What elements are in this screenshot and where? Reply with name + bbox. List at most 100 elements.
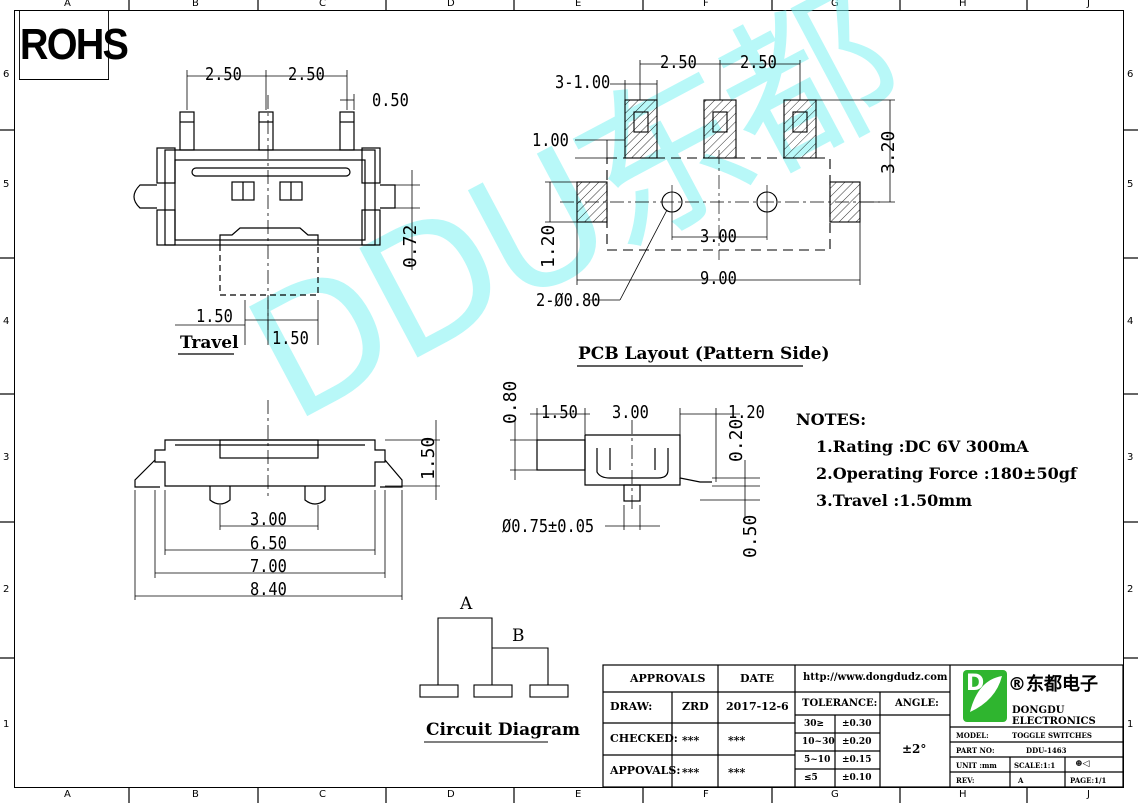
dim-pcb-total-width: 9.00 — [700, 268, 737, 289]
zone-marker-3: 3 — [3, 452, 10, 463]
zone-marker-g: G — [831, 0, 839, 9]
dim-top-pitch-1: 2.50 — [205, 64, 242, 85]
tb-model-key: MODEL: — [956, 731, 989, 740]
tb-tol-range-3: 5~10 — [804, 755, 831, 765]
dim-side-300: 3.00 — [612, 402, 649, 423]
dim-front-650: 6.50 — [250, 533, 287, 554]
dim-top-travel-2: 1.50 — [272, 328, 309, 349]
dim-top-pin-width: 0.50 — [372, 90, 409, 111]
tb-draw-date: 2017-12-6 — [726, 700, 789, 713]
tb-page: PAGE:1/1 — [1070, 776, 1107, 785]
tb-rev-value: A — [1018, 776, 1024, 785]
tb-checked: CHECKED: — [610, 732, 678, 745]
tb-tol-range-4: ≤5 — [804, 773, 818, 783]
zone-marker-b: B — [192, 789, 199, 800]
tb-part-value: DDU-1463 — [1026, 746, 1067, 755]
drawing-frame — [14, 10, 1124, 788]
dim-front-700: 7.00 — [250, 556, 287, 577]
tb-date-header: DATE — [740, 672, 775, 685]
dim-front-300: 3.00 — [250, 509, 287, 530]
dim-pcb-side-pad: 1.20 — [538, 224, 559, 268]
dim-side-150: 1.50 — [541, 402, 578, 423]
tb-draw-by: ZRD — [682, 700, 709, 713]
zone-marker-h: H — [959, 0, 967, 9]
tb-tol-range-1: 30≥ — [804, 719, 825, 729]
tb-company-cn: ®东都电子 — [1008, 674, 1098, 695]
svg-text:D: D — [966, 671, 984, 696]
tb-checked-date: *** — [728, 734, 746, 747]
top-view-switch — [133, 95, 396, 330]
company-logo-icon: D — [963, 670, 1007, 722]
tb-tolerance: TOLERANCE: — [802, 698, 878, 709]
dim-top-side: 0.72 — [400, 224, 421, 268]
zone-marker-5: 5 — [3, 179, 10, 190]
zone-marker-f: F — [703, 0, 709, 9]
zone-marker-c: C — [319, 0, 326, 9]
zone-marker-j: J — [1087, 789, 1090, 800]
zone-marker-f: F — [703, 789, 709, 800]
dim-side-080: 0.80 — [500, 380, 521, 424]
tb-appvals: APPOVALS: — [610, 764, 681, 777]
circuit-diagram — [419, 617, 569, 743]
tb-tol-val-3: ±0.15 — [842, 755, 872, 765]
zone-marker-6: 6 — [3, 69, 10, 80]
zone-marker-d: D — [447, 789, 455, 800]
circuit-label-a: A — [460, 594, 473, 614]
zone-marker-6: 6 — [1127, 69, 1134, 80]
tb-appvals-date: *** — [728, 766, 746, 779]
tb-appvals-by: *** — [682, 766, 700, 779]
zone-marker-h: H — [959, 789, 967, 800]
zone-marker-a: A — [64, 789, 71, 800]
dim-pcb-holes: 2-Ø0.80 — [536, 290, 601, 311]
title-block-lines — [602, 664, 1124, 788]
pcb-layout-title: PCB Layout (Pattern Side) — [578, 344, 830, 364]
zone-marker-5: 5 — [1127, 179, 1134, 190]
projection-symbol-icon: ⊕◁ — [1075, 759, 1090, 769]
circuit-label-b: B — [512, 626, 525, 646]
tb-tol-val-4: ±0.10 — [842, 773, 872, 783]
note-rating: 1.Rating :DC 6V 300mA — [816, 437, 1029, 456]
tb-angle-value: ±2° — [902, 742, 927, 756]
zone-marker-g: G — [831, 789, 839, 800]
tb-scale: SCALE:1:1 — [1014, 761, 1056, 770]
dim-pcb-pitch-1: 2.50 — [660, 52, 697, 73]
dim-side-pin-dia: Ø0.75±0.05 — [502, 516, 595, 537]
zone-marker-e: E — [575, 789, 582, 800]
zone-marker-3: 3 — [1127, 452, 1134, 463]
zone-marker-4: 4 — [1127, 316, 1134, 327]
zone-marker-e: E — [575, 0, 582, 9]
zone-marker-j: J — [1087, 0, 1090, 9]
zone-marker-c: C — [319, 789, 326, 800]
pcb-pattern — [560, 99, 880, 260]
tb-unit: UNIT :mm — [956, 761, 997, 770]
dim-front-840: 8.40 — [250, 579, 287, 600]
tb-part-key: PART NO: — [956, 746, 995, 755]
zone-marker-b: B — [192, 0, 199, 9]
zone-marker-d: D — [447, 0, 455, 9]
note-travel: 3.Travel :1.50mm — [816, 491, 973, 510]
dim-side-120: 1.20 — [728, 402, 765, 423]
notes-title: NOTES: — [796, 410, 867, 429]
zone-marker-1: 1 — [3, 719, 10, 730]
tb-rev-key: REV: — [956, 776, 975, 785]
zone-marker-1: 1 — [1127, 719, 1134, 730]
circuit-title: Circuit Diagram — [426, 720, 580, 740]
front-view-switch — [134, 400, 403, 505]
zone-marker-4: 4 — [3, 316, 10, 327]
dim-side-020: 0.20 — [726, 418, 747, 462]
dim-pcb-total-height: 3.20 — [878, 130, 899, 174]
travel-label: Travel — [180, 333, 239, 353]
tb-approvals: APPROVALS — [630, 672, 706, 685]
zone-marker-2: 2 — [3, 584, 10, 595]
dim-pcb-pad-height: 1.00 — [532, 130, 569, 151]
side-view-switch — [536, 420, 712, 510]
tb-tol-range-2: 10~30 — [802, 737, 835, 747]
dim-top-travel-1: 1.50 — [196, 306, 233, 327]
dim-top-pitch-2: 2.50 — [288, 64, 325, 85]
dim-pcb-hole-span: 3.00 — [700, 226, 737, 247]
zone-marker-a: A — [64, 0, 71, 9]
tb-angle: ANGLE: — [895, 698, 939, 709]
dim-pcb-pad-width: 3-1.00 — [555, 72, 611, 93]
dim-pcb-pitch-2: 2.50 — [740, 52, 777, 73]
